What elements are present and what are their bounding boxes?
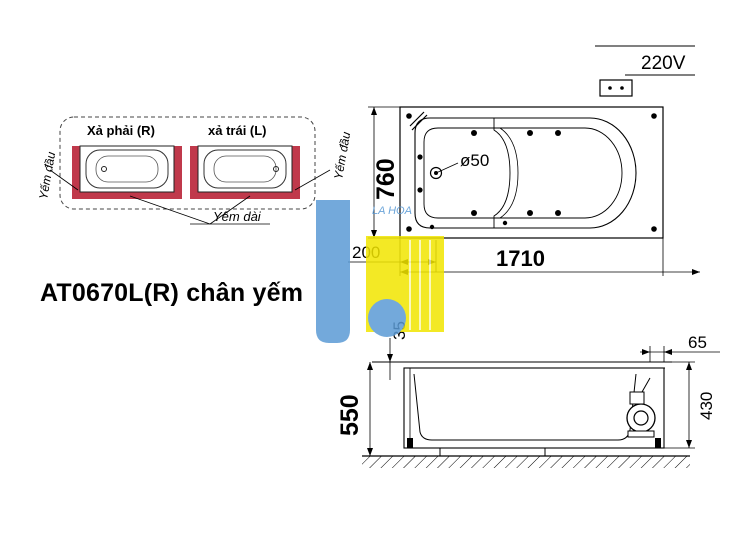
right-drain-label: Xả phải (R): [87, 123, 155, 138]
apron-long-label: Yếm dài: [213, 209, 262, 224]
jet-markers: [417, 130, 561, 230]
depth-35-dimension: 35: [390, 321, 409, 340]
top-view-plan: ø50 760 1710 200: [348, 106, 700, 276]
apron-head-left-label: Yếm đầu: [36, 150, 58, 200]
offset-dimension: 200: [352, 243, 380, 262]
model-title: AT0670L(R) chân yếm: [40, 279, 304, 307]
rim-dimension: 65: [688, 333, 707, 352]
pump-height-dimension: 430: [697, 392, 716, 420]
apron-head-right-label: Yếm đầu: [331, 130, 353, 180]
power-label: 220V: [641, 53, 686, 74]
height-dimension: 550: [336, 394, 364, 436]
width-dimension: 760: [372, 158, 400, 200]
right-drain-tub: [72, 145, 182, 199]
power-box: 220V: [595, 45, 695, 97]
drain-diameter-label: ø50: [460, 151, 489, 170]
left-drain-label: xả trái (L): [208, 123, 267, 138]
left-drain-tub: [190, 145, 300, 199]
length-dimension: 1710: [496, 246, 545, 271]
apron-options-inset: Xả phải (R) xả trái (L) Yếm đầu Yếm đầu …: [36, 116, 353, 225]
side-view-elevation: 35 550 65: [336, 321, 720, 468]
pump-motor: [626, 377, 656, 438]
